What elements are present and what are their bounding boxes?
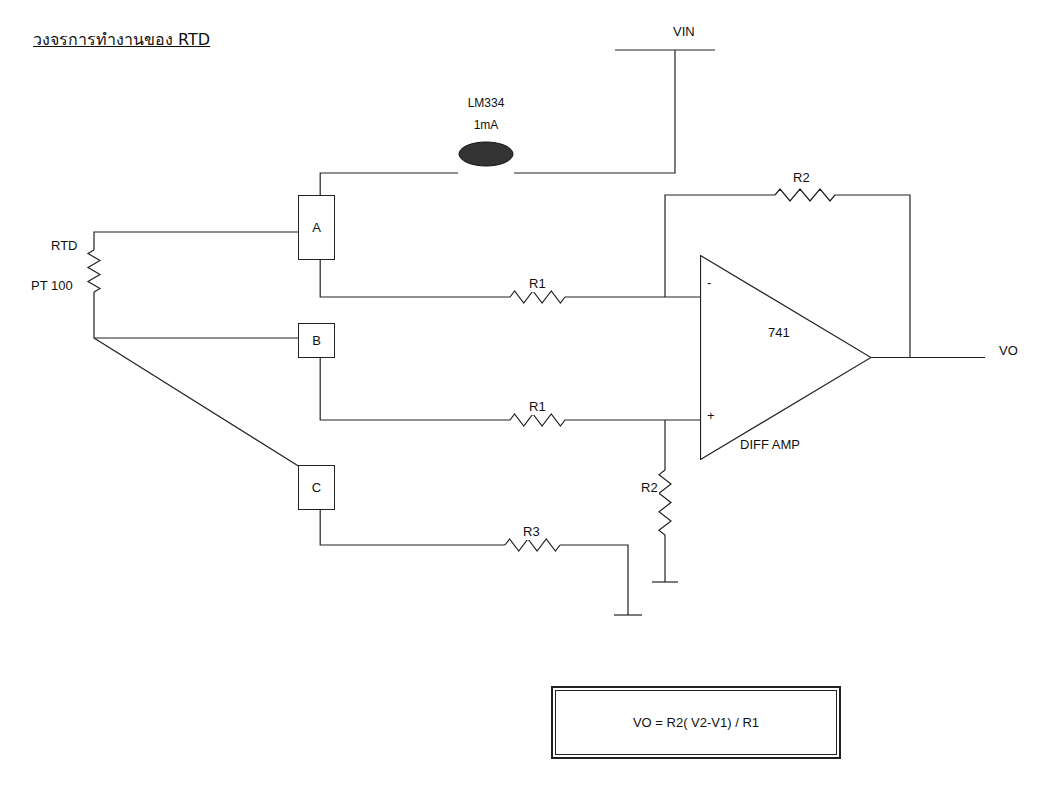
wire-connector	[320, 358, 700, 426]
sensor-label: RTD	[50, 238, 78, 254]
resistor-symbol	[659, 470, 671, 535]
resistor-label: R2	[792, 170, 811, 186]
ground-symbol	[652, 581, 678, 582]
resistor-symbol	[505, 539, 560, 551]
node-text: B	[312, 333, 321, 349]
op-amp: 741DIFF AMP	[700, 255, 872, 465]
supply-rail	[615, 49, 715, 50]
terminal-box: B	[298, 323, 335, 358]
resistor-symbol	[88, 250, 100, 292]
wire	[94, 292, 298, 338]
output-label: VO	[998, 343, 1019, 359]
resistor-label: R1	[528, 276, 547, 292]
wire	[835, 195, 910, 358]
wire	[560, 545, 628, 615]
terminal-box: A	[298, 195, 335, 260]
op-amp-symbol	[700, 255, 872, 460]
wire	[665, 195, 775, 297]
wire-connector	[320, 173, 458, 195]
wire	[320, 510, 505, 545]
supply-label: VIN	[672, 24, 696, 40]
wire	[94, 232, 298, 250]
wire	[664, 420, 665, 470]
node-text: LM334	[468, 96, 505, 110]
resistor-label: R1	[528, 399, 547, 415]
pin-sign: -	[706, 275, 712, 291]
wire	[664, 535, 665, 582]
ground-symbol	[614, 614, 642, 615]
wire	[94, 338, 300, 467]
wire-connector	[320, 260, 700, 303]
wires	[88, 50, 985, 615]
resistor-label: R2	[640, 480, 659, 496]
node-text: DIFF AMP	[740, 437, 800, 453]
node-text: A	[312, 220, 321, 236]
resistor-label: R3	[522, 524, 541, 540]
diagram-title: วงจรการทำงานของ RTD	[32, 30, 211, 49]
resistor-symbol	[775, 189, 835, 201]
current-source: LM334 1mA	[458, 96, 514, 186]
node-text: 741	[768, 325, 790, 341]
formula-box: VO = R2( V2-V1) / R1	[555, 690, 837, 755]
current-source-symbol	[458, 141, 514, 167]
pin-sign: +	[706, 408, 716, 424]
sensor-type: PT 100	[30, 278, 74, 294]
node-text: VO = R2( V2-V1) / R1	[633, 715, 759, 731]
node-text: C	[312, 480, 321, 496]
output-wire	[871, 357, 985, 358]
supply-wire	[514, 50, 675, 173]
terminal-box: C	[298, 465, 335, 510]
node-text: 1mA	[474, 118, 499, 132]
